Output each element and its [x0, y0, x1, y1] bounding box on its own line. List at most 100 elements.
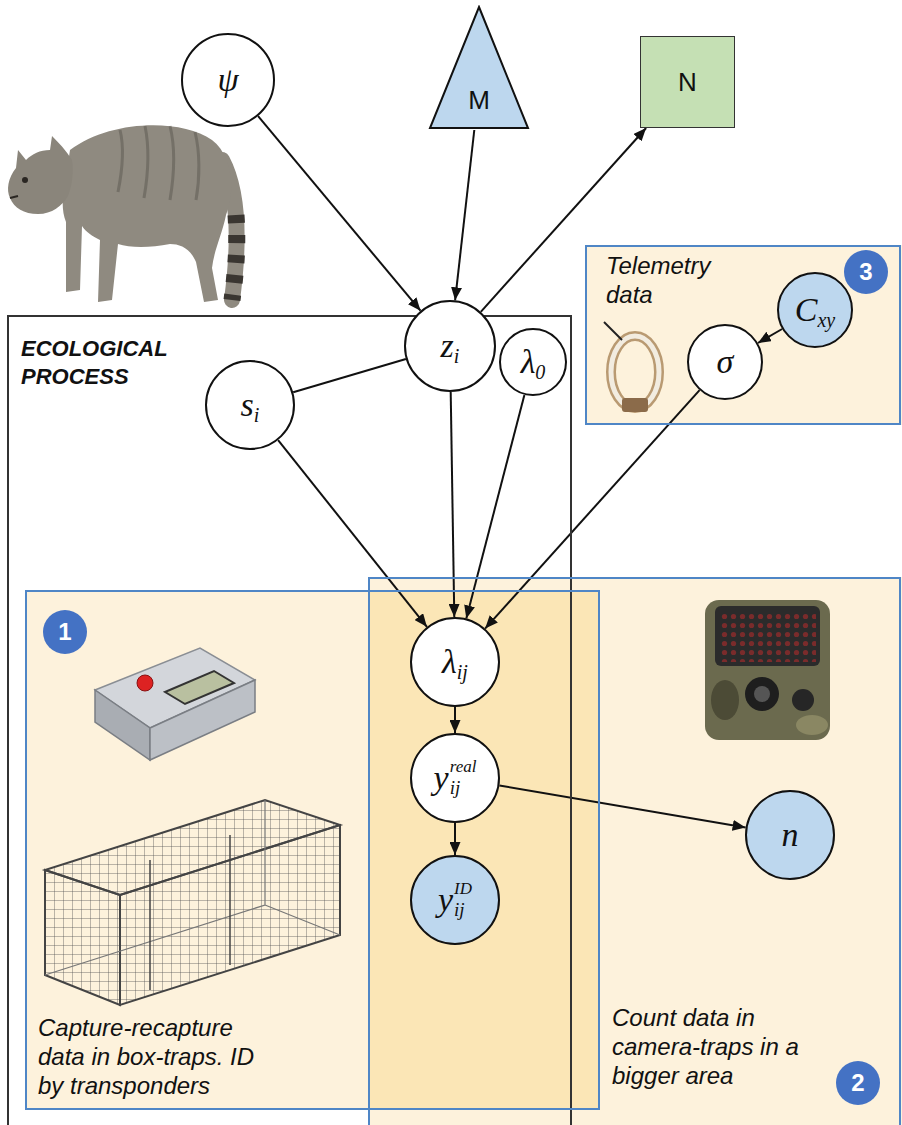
- panel-fill: [368, 590, 600, 1110]
- subscript: ij: [457, 662, 468, 682]
- script-stack: realij: [450, 757, 477, 799]
- variable-symbol: λ: [442, 645, 457, 679]
- wildcat-illustration: [8, 136, 73, 214]
- connector-arrow: [485, 390, 699, 628]
- panel-text: Telemetry data: [606, 252, 730, 310]
- panel-fill: [368, 577, 902, 1125]
- variable-circle: λ0: [499, 328, 567, 396]
- connector-arrow: [278, 440, 427, 627]
- transponder-reader-icon: [95, 648, 255, 760]
- output-square: N: [640, 36, 735, 128]
- math-label: yrealij: [434, 757, 477, 799]
- transponder-reader-icon: [165, 671, 234, 704]
- superscript: ID: [454, 879, 472, 899]
- camera-trap-icon: [745, 677, 779, 711]
- wildcat-illustration: [10, 196, 18, 198]
- subscript: i: [454, 346, 460, 366]
- variable-circle: ψ: [181, 33, 275, 127]
- math-label: zi: [441, 329, 460, 363]
- data-circle: Cxy: [777, 272, 853, 348]
- connector-arrow: [758, 329, 782, 343]
- camera-trap-icon: [754, 686, 770, 702]
- collar-icon: [611, 336, 659, 408]
- variable-circle: si: [205, 360, 295, 450]
- wildcat-illustration: [8, 125, 237, 302]
- collar-icon: [604, 322, 622, 340]
- variable-symbol: z: [441, 329, 454, 363]
- camera-trap-icon: [792, 689, 814, 711]
- camera-trap-icon: [719, 610, 816, 662]
- subscript: ij: [450, 777, 477, 799]
- wildcat-illustration: [63, 125, 232, 302]
- panel-text: Capture-recapture data in box-traps. ID …: [38, 1014, 276, 1100]
- camera-trap-icon: [796, 715, 828, 735]
- variable-symbol: n: [782, 818, 799, 852]
- variable-circle: σ: [687, 324, 763, 400]
- box-trap-icon: [45, 800, 340, 975]
- camera-trap-icon: [715, 606, 820, 666]
- variable-symbol: ψ: [217, 63, 238, 97]
- variable-circle: yrealij: [410, 733, 500, 823]
- data-panel: Telemetry data 3Cxy σ: [585, 245, 901, 425]
- connector-arrow: [499, 786, 745, 828]
- connector-arrow: [455, 130, 474, 300]
- math-label: Cxy: [795, 293, 835, 327]
- node-label: 2: [851, 1069, 864, 1097]
- math-label: λ0: [521, 345, 546, 379]
- subscript: 0: [535, 362, 545, 382]
- box-trap-icon: [45, 870, 120, 1005]
- connector-arrow: [466, 395, 524, 619]
- connector-arrow: [454, 823, 456, 855]
- wildcat-illustration: [118, 126, 199, 200]
- connector-arrow: [454, 707, 456, 733]
- connector-arrow: [258, 116, 420, 311]
- process-frame: ECOLOGICAL PROCESSzisi: [7, 315, 572, 1125]
- math-label: σ: [717, 345, 734, 379]
- node-label: N: [678, 67, 697, 98]
- math-label: n: [782, 818, 799, 852]
- math-label: λij: [442, 645, 468, 679]
- data-circle: yIDij: [410, 855, 500, 945]
- variable-symbol: s: [241, 388, 254, 422]
- variable-symbol: σ: [717, 345, 734, 379]
- camera-trap-icon: [705, 600, 830, 740]
- camera-trap-icon: [705, 600, 830, 740]
- connector-arrow: [451, 392, 455, 617]
- variable-circle: zi: [404, 300, 496, 392]
- variable-symbol: y: [434, 761, 449, 795]
- box-trap-icon: [150, 835, 230, 990]
- camera-trap-icon: [711, 680, 739, 720]
- math-label: ψ: [217, 63, 238, 97]
- panel-fill: [25, 245, 902, 1125]
- variable-circle: λij: [410, 617, 500, 707]
- math-label: si: [241, 388, 260, 422]
- node-label: 3: [859, 258, 872, 286]
- data-triangle: M: [428, 5, 530, 130]
- collar-icon: [622, 398, 648, 412]
- variable-symbol: y: [438, 883, 453, 917]
- wildcat-illustration: [232, 215, 237, 300]
- data-circle: n: [745, 790, 835, 880]
- subscript: xy: [817, 310, 835, 330]
- collar-icon: [604, 322, 659, 412]
- triangle-outline: [430, 7, 528, 128]
- box-trap-icon: [45, 800, 340, 1005]
- panel-fill: [25, 590, 600, 1110]
- variable-symbol: λ: [521, 345, 536, 379]
- wildcat-illustration: [22, 177, 28, 183]
- math-label: yIDij: [438, 879, 472, 921]
- callout-number: 1: [43, 610, 87, 654]
- box-trap-icon: [120, 825, 340, 1005]
- callout-number: 3: [844, 250, 888, 294]
- superscript: real: [450, 757, 477, 777]
- subscript: i: [254, 405, 260, 425]
- data-panel: Capture-recapture data in box-traps. ID …: [25, 590, 600, 1110]
- node-label: M: [468, 85, 490, 116]
- connector-line: [293, 359, 406, 392]
- node-label: 1: [58, 618, 71, 646]
- callout-number: 2: [836, 1061, 880, 1105]
- variable-symbol: C: [795, 293, 818, 327]
